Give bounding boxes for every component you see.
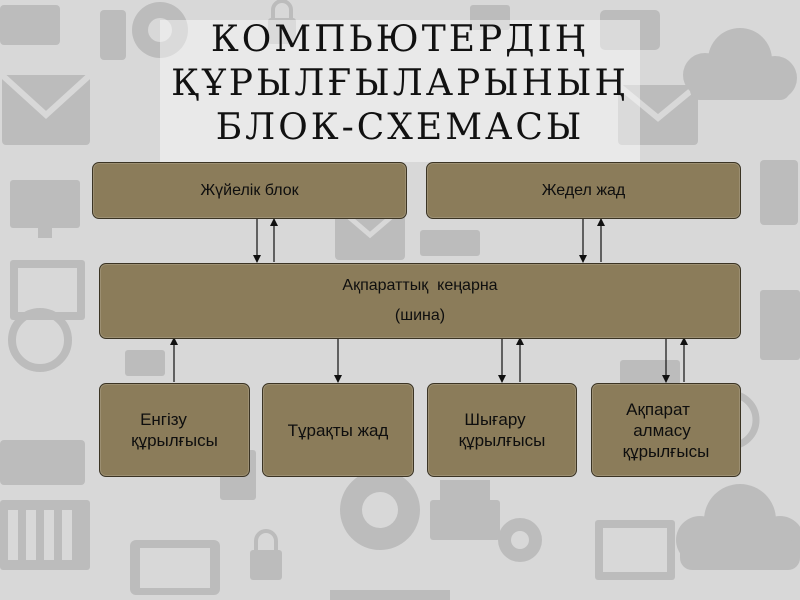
input-label-line-1: Енгізу <box>140 410 187 429</box>
system-unit-block: Жүйелік блок <box>92 162 407 219</box>
exchange-label-line-1: Ақпарат <box>626 399 690 419</box>
title-line-3: БЛОК-СХЕМАСЫ <box>215 107 585 148</box>
lock-icon <box>250 529 282 580</box>
cloud-icon <box>683 28 797 100</box>
output-device-block: Шығару құрылғысы <box>427 383 577 477</box>
exchange-label-line-3: құрылғысы <box>622 441 710 461</box>
slide-title: КОМПЬЮТЕРДІҢ ҚҰРЫЛҒЫЛАРЫНЫҢ БЛОК-СХЕМАСЫ <box>0 18 800 150</box>
phone-icon <box>100 10 126 60</box>
input-label-line-2: құрылғысы <box>131 431 218 450</box>
gear-icon <box>498 518 542 562</box>
title-line-2: ҚҰРЫЛҒЫЛАРЫНЫҢ <box>171 63 629 104</box>
output-label-line-1: Шығару <box>464 410 526 429</box>
rom-label: Тұрақты жад <box>287 420 389 440</box>
bus-label-line-2: (шина) <box>394 307 446 324</box>
cloud-icon <box>676 484 800 570</box>
system-unit-label: Жүйелік блок <box>200 181 299 199</box>
bus-block: Ақпараттық кеңарна (шина) <box>99 263 741 339</box>
envelope-icon <box>0 72 93 145</box>
input-device-block: Енгізу құрылғысы <box>99 383 250 477</box>
lock-icon <box>268 0 296 44</box>
title-line-1: КОМПЬЮТЕРДІҢ <box>210 19 590 60</box>
tablet-icon <box>130 540 220 595</box>
monitor-icon <box>10 260 85 320</box>
monitor-icon <box>10 180 80 238</box>
network-icon <box>760 290 800 360</box>
printer-icon <box>430 480 500 540</box>
gear-icon <box>340 470 420 550</box>
refresh-icon <box>8 308 72 372</box>
output-label-line-2: құрылғысы <box>458 431 546 450</box>
envelope-icon <box>616 82 700 145</box>
ram-label: Жедел жад <box>541 181 626 199</box>
tablet-icon <box>760 160 798 225</box>
bus-label-line-1: Ақпараттық кеңарна <box>342 277 498 294</box>
gear-icon <box>132 2 188 58</box>
monitor-icon <box>595 520 675 580</box>
info-exchange-device-block: Ақпарат алмасу құрылғысы <box>591 383 741 477</box>
network-icon <box>0 500 90 570</box>
exchange-label-line-2: алмасу <box>633 420 691 440</box>
ram-block: Жедел жад <box>426 162 741 219</box>
rom-block: Тұрақты жад <box>262 383 414 477</box>
